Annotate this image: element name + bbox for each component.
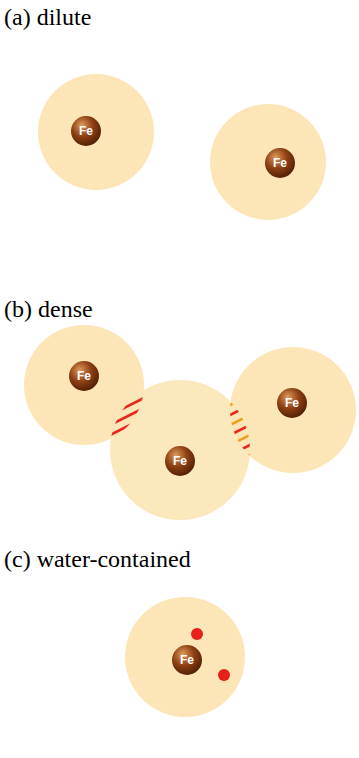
atom-ball-shape	[71, 116, 101, 146]
element-symbol: Fe	[77, 370, 91, 382]
iron-atom: Fe	[265, 148, 295, 178]
atom-ball-shape	[69, 361, 99, 391]
panel-heading: (a) dilute	[4, 2, 91, 32]
element-symbol: Fe	[180, 654, 194, 666]
water-dot	[191, 628, 203, 640]
atom-sphere	[125, 597, 245, 717]
element-symbol: Fe	[79, 125, 93, 137]
iron-atom: Fe	[165, 446, 195, 476]
iron-atom: Fe	[69, 361, 99, 391]
iron-atom: Fe	[172, 645, 202, 675]
overlap-hatch	[90, 345, 210, 475]
atom-ball-shape	[172, 645, 202, 675]
panel-heading: (b) dense	[4, 294, 93, 324]
iron-atom: Fe	[71, 116, 101, 146]
atom-sphere	[110, 380, 250, 520]
water-dot	[218, 669, 230, 681]
panel-heading: (c) water-contained	[4, 544, 191, 574]
overlap-hatch	[200, 375, 290, 490]
atom-ball-shape	[277, 388, 307, 418]
element-symbol: Fe	[285, 397, 299, 409]
element-symbol: Fe	[273, 157, 287, 169]
element-symbol: Fe	[173, 455, 187, 467]
iron-atom: Fe	[277, 388, 307, 418]
atom-ball-shape	[265, 148, 295, 178]
atom-sphere	[210, 104, 326, 220]
atom-ball-shape	[165, 446, 195, 476]
atom-sphere	[38, 74, 154, 190]
